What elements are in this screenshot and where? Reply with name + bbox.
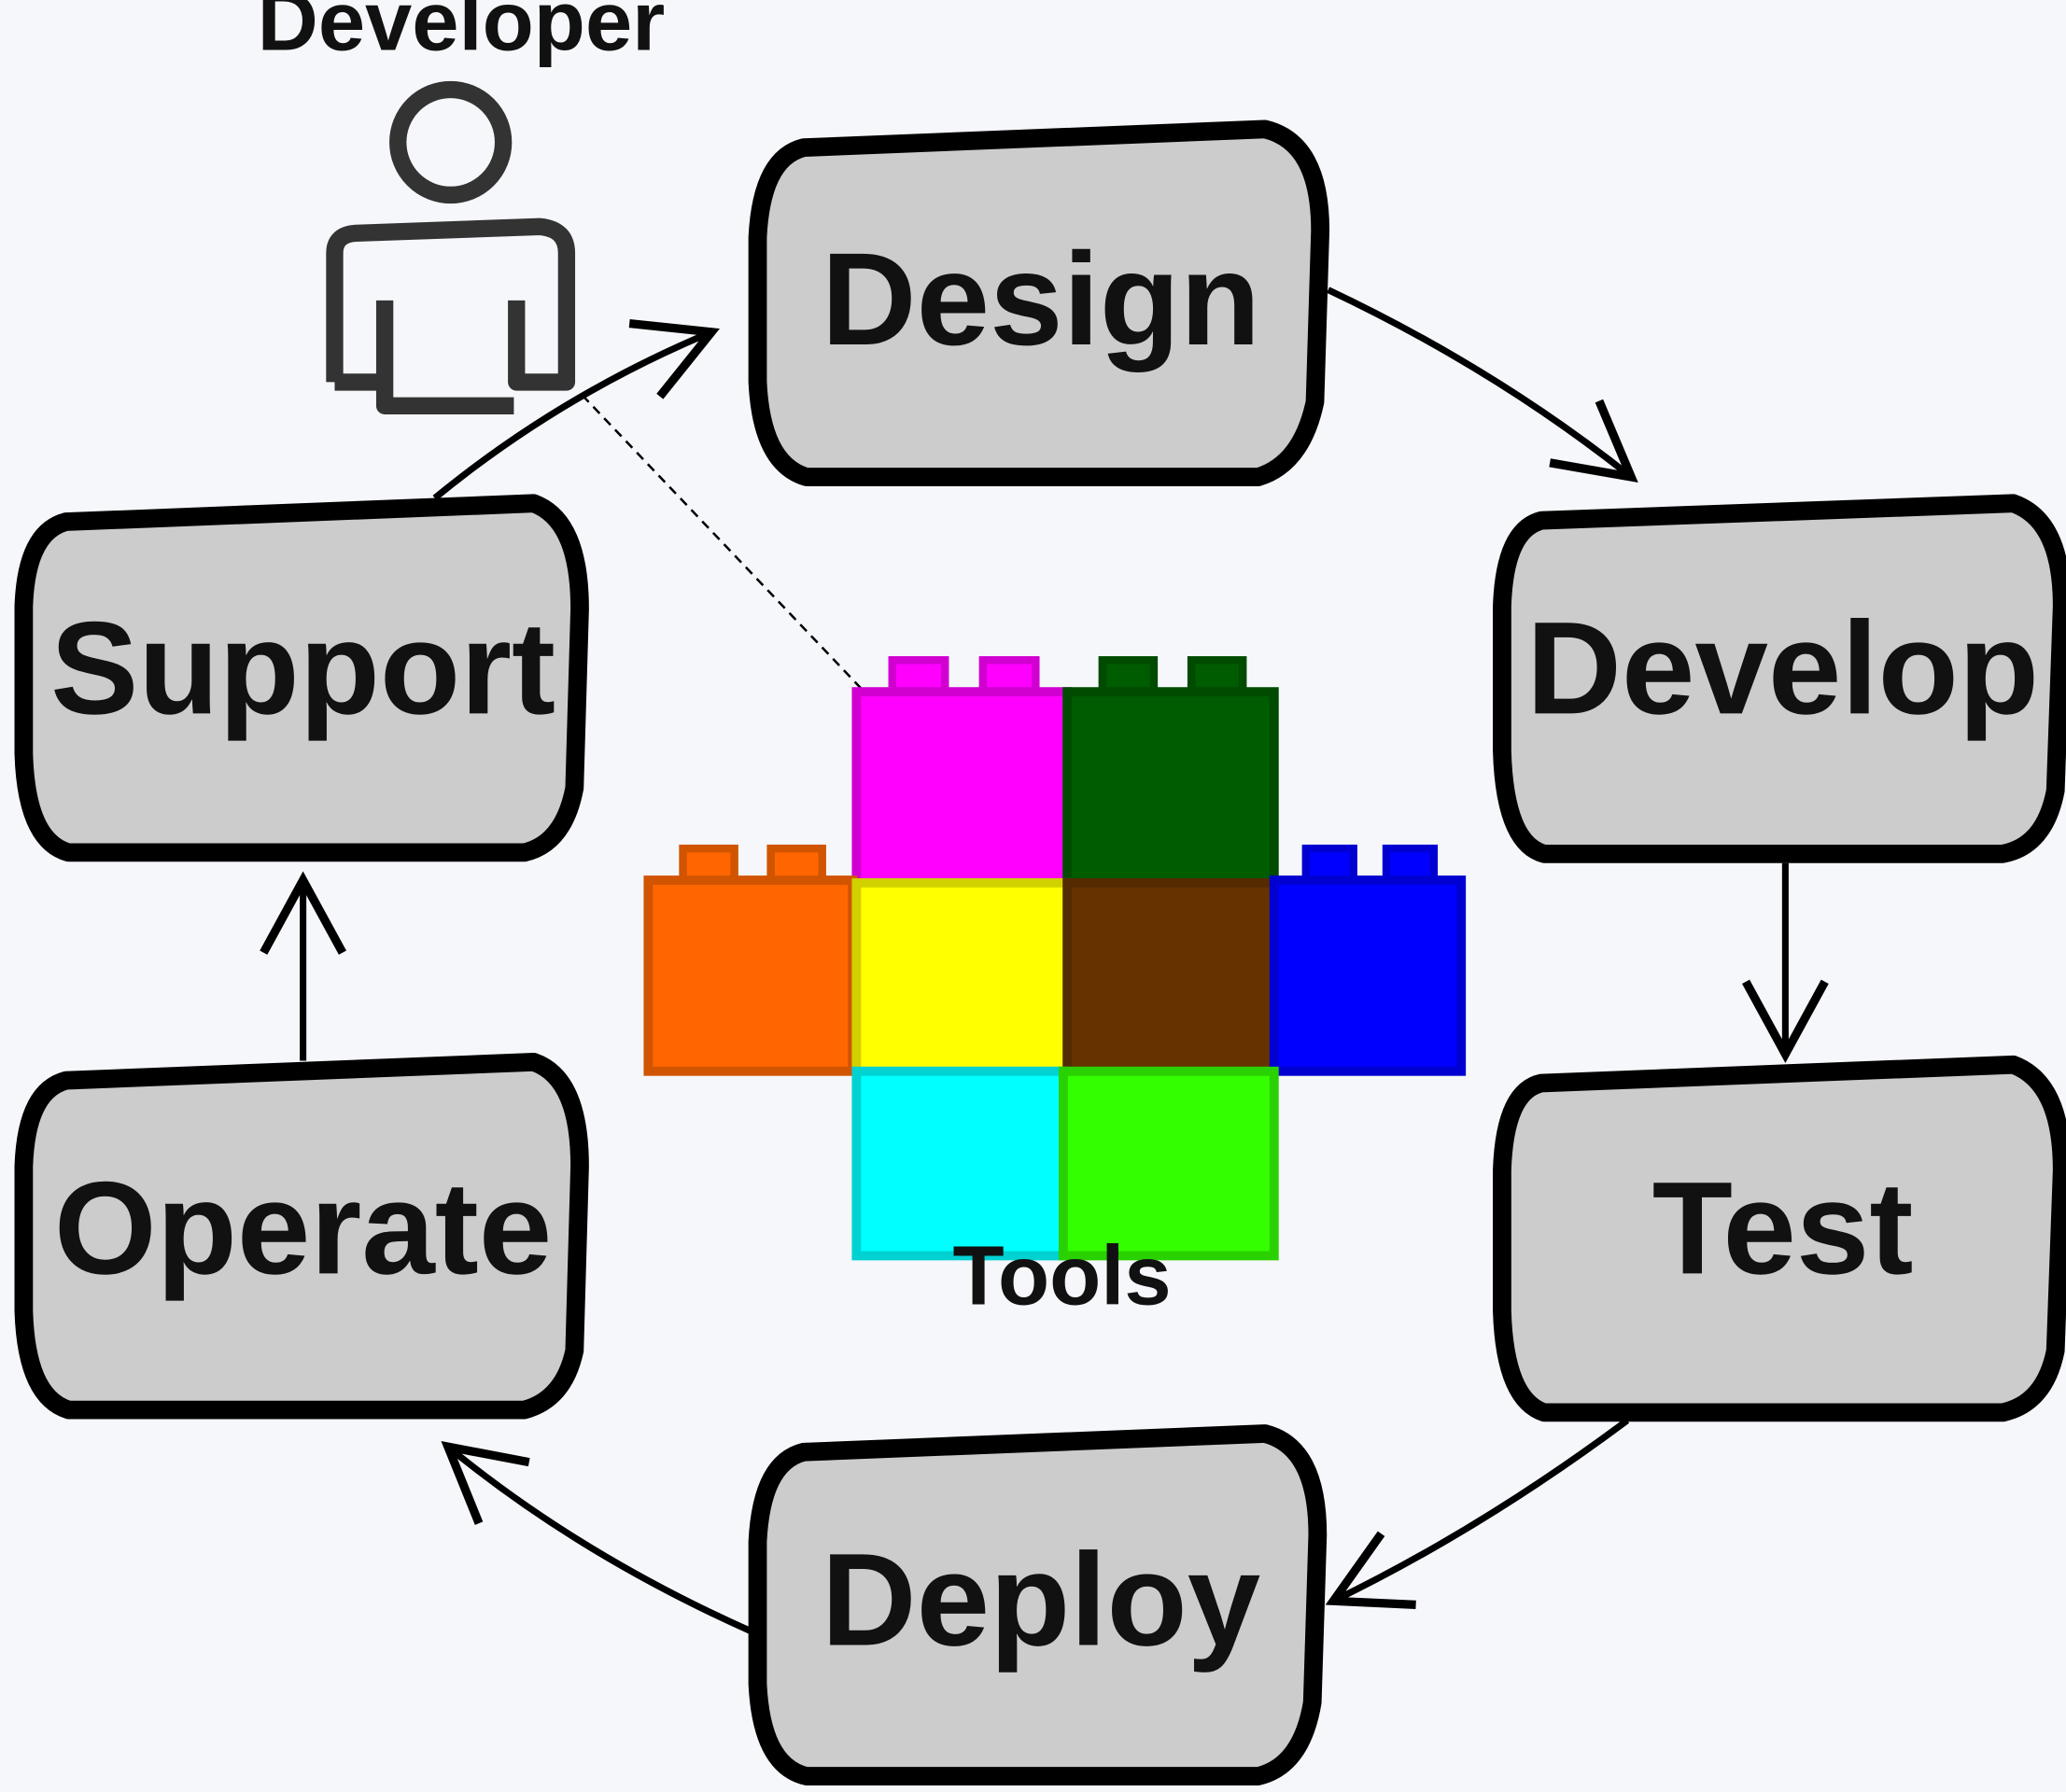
developer-tools-dashed-link: [581, 394, 864, 692]
stage-support-box[interactable]: Support: [14, 494, 589, 862]
stage-deploy-box[interactable]: Deploy: [748, 1424, 1328, 1785]
brick-body: [851, 687, 1073, 888]
brick-magenta: [851, 656, 1073, 888]
brick-body: [1059, 1066, 1279, 1261]
brick-blue: [1269, 844, 1467, 1076]
brick-body: [643, 875, 858, 1076]
brick-body: [851, 1066, 1068, 1261]
stage-design-box[interactable]: Design: [748, 119, 1330, 486]
brick-body: [1062, 687, 1279, 888]
developer-label: Developer: [258, 0, 666, 69]
arrow-design-to-develop: [1327, 287, 1638, 483]
brick-body: [851, 877, 1073, 1076]
stage-support-label: Support: [50, 594, 555, 741]
stage-develop-box[interactable]: Develop: [1493, 494, 2066, 863]
stage-operate-label: Operate: [54, 1154, 552, 1301]
arrow-deploy-to-operate: [441, 1441, 752, 1634]
tools-bricks: [643, 656, 1467, 1261]
arrow-test-to-deploy: [1325, 1418, 1630, 1609]
brick-dark-green: [1062, 656, 1279, 888]
arrow-support-to-design: [432, 319, 720, 501]
brick-brown: [1062, 877, 1279, 1076]
person-icon: [326, 80, 576, 415]
brick-body: [1062, 877, 1279, 1076]
stage-test-label: Test: [1652, 1154, 1914, 1301]
brick-orange: [643, 844, 858, 1076]
stage-test-box[interactable]: Test: [1493, 1055, 2066, 1422]
stage-develop-label: Develop: [1526, 594, 2039, 741]
brick-body: [1269, 875, 1467, 1076]
brick-green: [1059, 1066, 1279, 1261]
stage-design-label: Design: [822, 225, 1260, 372]
stage-operate-box[interactable]: Operate: [14, 1053, 589, 1420]
brick-cyan: [851, 1066, 1068, 1261]
brick-yellow: [851, 877, 1073, 1076]
tools-label: Tools: [952, 1229, 1171, 1323]
stage-deploy-label: Deploy: [822, 1525, 1260, 1673]
